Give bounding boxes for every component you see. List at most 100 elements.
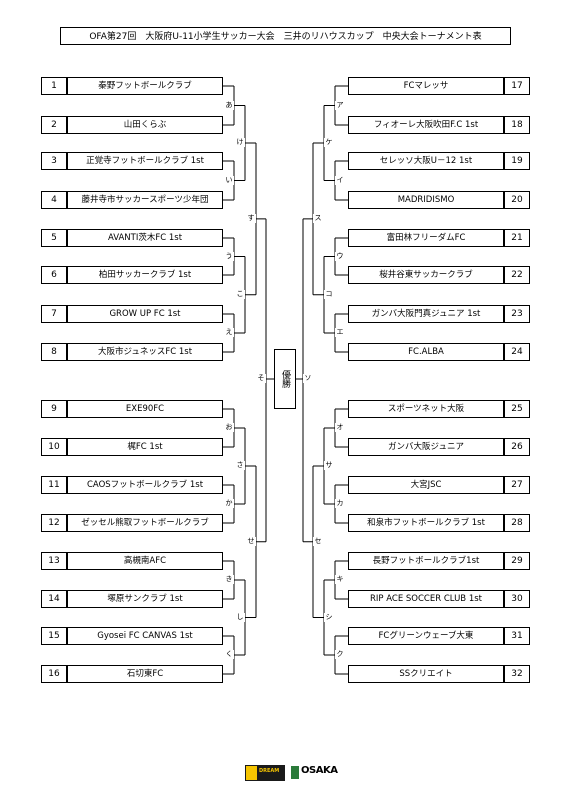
team-name: FC.ALBA [348, 343, 504, 361]
team-number: 32 [504, 665, 530, 683]
team-number: 23 [504, 305, 530, 323]
right-match-label: ア [335, 100, 345, 110]
osaka-logo: OSAKA [291, 765, 338, 781]
team-number: 14 [41, 590, 67, 608]
right-match-label: コ [324, 289, 334, 299]
team-number: 11 [41, 476, 67, 494]
team-number: 22 [504, 266, 530, 284]
team-name: FCマレッサ [348, 77, 504, 95]
right-match-label: サ [324, 461, 334, 470]
dream-logo-mark [246, 766, 257, 780]
team-name: 秦野フットボールクラブ [67, 77, 223, 95]
team-name: 石切東FC [67, 665, 223, 683]
osaka-logo-text: OSAKA [301, 765, 338, 776]
team-name: ガンバ大阪ジュニア [348, 438, 504, 456]
left-match-label: こ [235, 289, 245, 299]
team-name: 富田林フリーダムFC [348, 229, 504, 247]
team-number: 8 [41, 343, 67, 361]
team-name: 正覚寺フットボールクラブ 1st [67, 152, 223, 170]
team-number: 31 [504, 627, 530, 645]
left-match-label: き [224, 575, 234, 584]
team-number: 25 [504, 400, 530, 418]
team-name: 和泉市フットボールクラブ 1st [348, 514, 504, 532]
left-match-label: け [235, 138, 245, 147]
team-name: SSクリエイト [348, 665, 504, 683]
team-name: AVANTI茨木FC 1st [67, 229, 223, 247]
team-name: ガンバ大阪門真ジュニア 1st [348, 305, 504, 323]
team-name: 藤井寺市サッカースポーツ少年団 [67, 191, 223, 209]
team-number: 19 [504, 152, 530, 170]
team-number: 4 [41, 191, 67, 209]
team-name: 梶FC 1st [67, 438, 223, 456]
right-match-label: エ [335, 328, 345, 337]
left-match-label: お [224, 423, 234, 432]
team-name: セレッソ大阪U－12 1st [348, 152, 504, 170]
right-match-label: ク [335, 650, 345, 659]
left-match-label: か [224, 499, 234, 508]
right-match-label: キ [335, 575, 345, 584]
team-name: スポーツネット大阪 [348, 400, 504, 418]
team-number: 18 [504, 116, 530, 134]
team-name: Gyosei FC CANVAS 1st [67, 627, 223, 645]
right-match-label: ウ [335, 251, 345, 261]
left-match-label: あ [224, 100, 234, 110]
right-match-label: カ [335, 499, 345, 508]
team-name: フィオーレ大阪吹田F.C 1st [348, 116, 504, 134]
left-match-label: く [224, 650, 234, 659]
right-match-label: シ [324, 612, 334, 622]
right-match-label: ケ [324, 138, 334, 147]
dream-logo: DREAM [245, 765, 285, 781]
team-number: 28 [504, 514, 530, 532]
team-name: 山田くらぶ [67, 116, 223, 134]
team-number: 21 [504, 229, 530, 247]
page-title: OFA第27回 大阪府U-11小学生サッカー大会 三井のリハウスカップ 中央大会… [60, 27, 511, 45]
left-match-label: す [246, 213, 256, 223]
team-number: 13 [41, 552, 67, 570]
team-name: 大宮JSC [348, 476, 504, 494]
team-number: 10 [41, 438, 67, 456]
footer-logos: DREAM OSAKA [245, 765, 338, 781]
team-name: MADRIDISMO [348, 191, 504, 209]
team-number: 3 [41, 152, 67, 170]
left-match-label: い [224, 175, 234, 185]
team-number: 26 [504, 438, 530, 456]
team-name: 桜井谷東サッカークラブ [348, 266, 504, 284]
team-number: 15 [41, 627, 67, 645]
osaka-logo-mark [291, 766, 299, 779]
team-number: 20 [504, 191, 530, 209]
team-number: 5 [41, 229, 67, 247]
team-name: 高槻南AFC [67, 552, 223, 570]
right-match-label: イ [335, 175, 345, 185]
dream-logo-text: DREAM [259, 768, 280, 774]
team-number: 6 [41, 266, 67, 284]
champion-box: 優勝 [274, 349, 296, 409]
team-number: 2 [41, 116, 67, 134]
team-name: RIP ACE SOCCER CLUB 1st [348, 590, 504, 608]
left-match-label: う [224, 251, 234, 261]
team-name: 塚原サンクラブ 1st [67, 590, 223, 608]
right-match-label: セ [313, 536, 323, 546]
team-name: 長野フットボールクラブ1st [348, 552, 504, 570]
right-match-label: オ [335, 423, 345, 432]
team-name: ゼッセル熊取フットボールクラブ [67, 514, 223, 532]
right-match-label: ソ [303, 374, 313, 383]
team-name: CAOSフットボールクラブ 1st [67, 476, 223, 494]
left-match-label: し [235, 612, 245, 622]
left-match-label: そ [256, 374, 266, 383]
team-number: 30 [504, 590, 530, 608]
team-number: 29 [504, 552, 530, 570]
right-match-label: ス [313, 213, 323, 223]
team-name: 柏田サッカークラブ 1st [67, 266, 223, 284]
team-number: 9 [41, 400, 67, 418]
team-number: 24 [504, 343, 530, 361]
team-name: 大阪市ジュネッスFC 1st [67, 343, 223, 361]
team-name: EXE90FC [67, 400, 223, 418]
team-number: 7 [41, 305, 67, 323]
team-number: 1 [41, 77, 67, 95]
left-match-label: さ [235, 461, 245, 470]
team-number: 12 [41, 514, 67, 532]
team-number: 27 [504, 476, 530, 494]
team-name: GROW UP FC 1st [67, 305, 223, 323]
left-match-label: え [224, 328, 234, 337]
